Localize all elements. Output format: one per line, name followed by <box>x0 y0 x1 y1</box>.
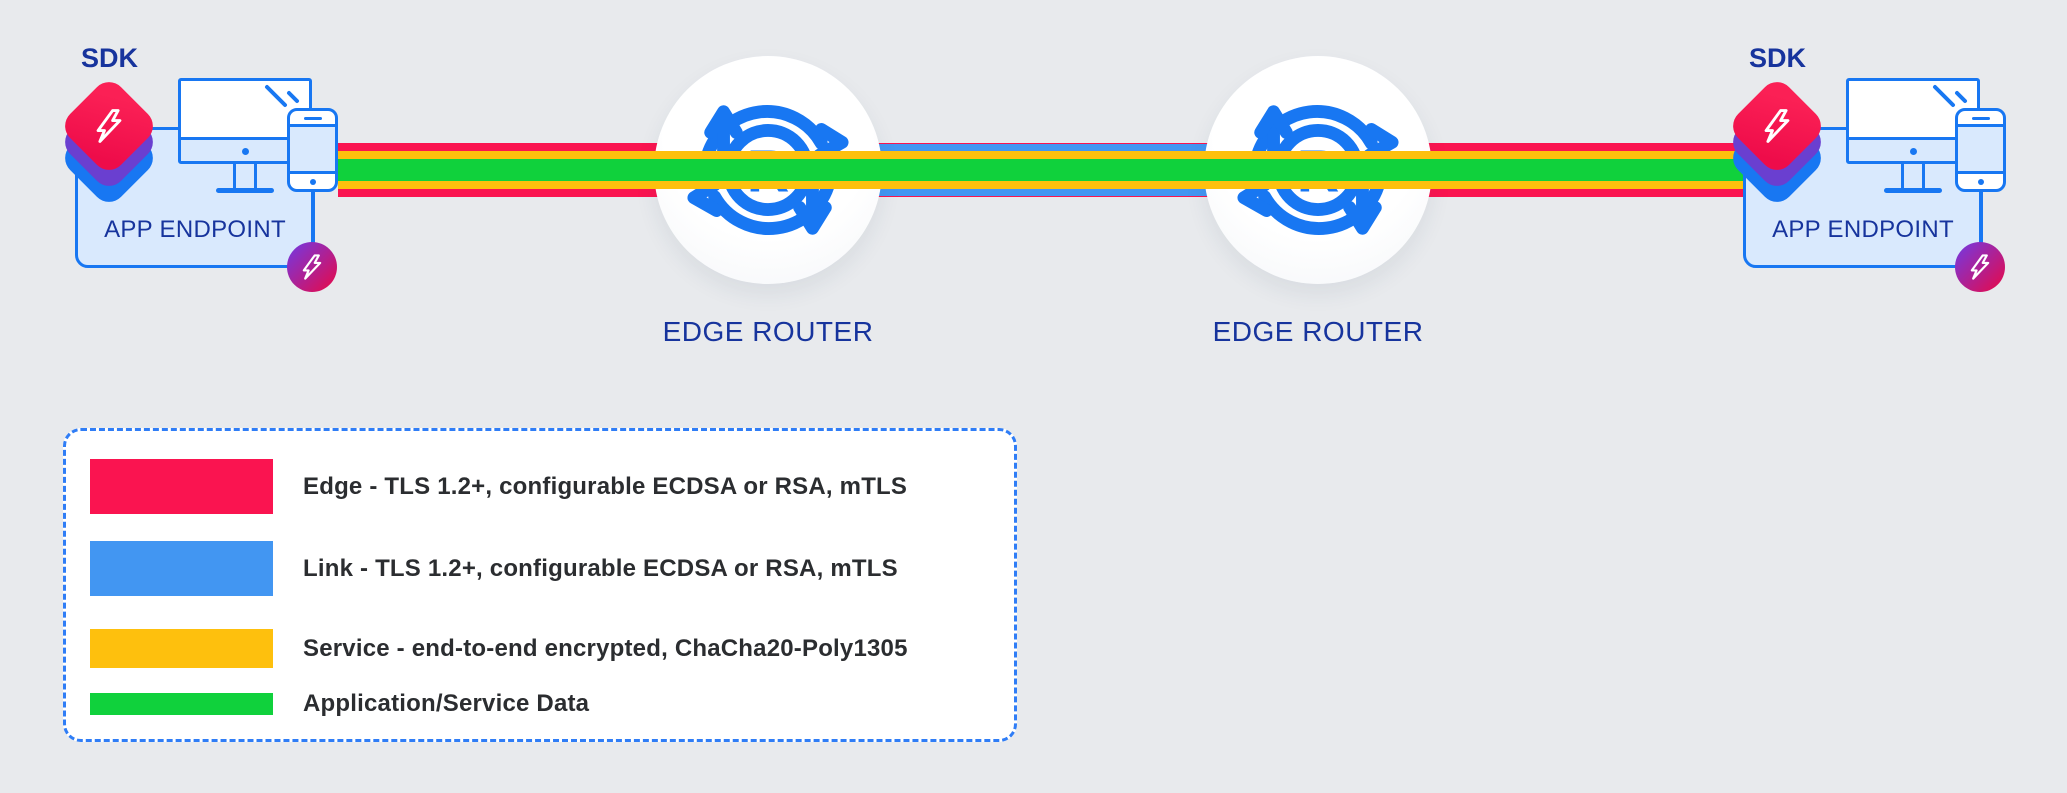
app-endpoint-right: SDK APP ENDPOINT <box>1723 35 2023 297</box>
legend-label: Link - TLS 1.2+, configurable ECDSA or R… <box>303 554 898 582</box>
monitor-dot <box>242 148 249 155</box>
monitor-stand <box>1901 164 1925 190</box>
phone-home-button <box>309 179 316 185</box>
link-tls-stripe-bottom <box>766 189 1318 196</box>
sdk-stack-icon <box>1723 35 1833 209</box>
application-data-stripe <box>338 159 1750 181</box>
edge-router-label-right: EDGE ROUTER <box>1212 316 1424 347</box>
sdk-layer-red <box>1726 75 1828 177</box>
phone-screen <box>290 124 335 174</box>
ziti-bolt-icon <box>1970 254 1990 280</box>
service-stripe-top <box>338 151 1750 159</box>
edge-router-label-left: EDGE ROUTER <box>662 316 874 347</box>
monitor-stand <box>233 164 257 190</box>
link-tls-stripe-top <box>766 144 1318 151</box>
sdk-label: SDK <box>1749 43 1807 73</box>
identity-badge <box>1955 242 2005 292</box>
phone-screen <box>1958 124 2003 174</box>
monitor-base <box>1884 188 1942 193</box>
screen-glare-icon <box>265 85 299 107</box>
legend-label: Application/Service Data <box>303 690 590 717</box>
sdk-layer-red <box>58 75 160 177</box>
sdk-label: SDK <box>81 43 139 73</box>
badge-connector-line <box>311 190 314 245</box>
legend-box: Edge - TLS 1.2+, configurable ECDSA or R… <box>63 428 1017 742</box>
legend-label: Edge - TLS 1.2+, configurable ECDSA or R… <box>303 472 908 500</box>
ziti-bolt-icon <box>302 254 322 280</box>
legend-item-edge: Edge - TLS 1.2+, configurable ECDSA or R… <box>90 459 907 514</box>
sdk-stack-icon <box>55 35 165 209</box>
service-stripe-bottom <box>338 181 1750 189</box>
smartphone-icon <box>287 108 338 192</box>
phone-speaker <box>1971 117 1990 120</box>
phone-home-button <box>1977 179 1984 185</box>
legend-swatch-service <box>90 629 273 668</box>
legend-swatch-application-data <box>90 693 273 715</box>
ziti-bolt-icon <box>96 109 122 143</box>
ziti-bolt-icon <box>1764 109 1790 143</box>
app-endpoint-label: APP ENDPOINT <box>104 216 286 243</box>
app-endpoint-label: APP ENDPOINT <box>1772 216 1954 243</box>
legend-swatch-edge <box>90 459 273 514</box>
smartphone-icon <box>1955 108 2006 192</box>
identity-badge <box>287 242 337 292</box>
legend-item-link: Link - TLS 1.2+, configurable ECDSA or R… <box>90 541 898 596</box>
legend-item-application-data: Application/Service Data <box>90 690 590 717</box>
badge-connector-line <box>1979 190 1982 245</box>
legend-swatch-link <box>90 541 273 596</box>
app-endpoint-left: SDK APP ENDPOINT <box>55 35 355 297</box>
legend-item-service: Service - end-to-end encrypted, ChaCha20… <box>90 629 908 668</box>
phone-speaker <box>303 117 322 120</box>
monitor-dot <box>1910 148 1917 155</box>
monitor-base <box>216 188 274 193</box>
legend-label: Service - end-to-end encrypted, ChaCha20… <box>303 634 908 662</box>
screen-glare-icon <box>1933 85 1967 107</box>
